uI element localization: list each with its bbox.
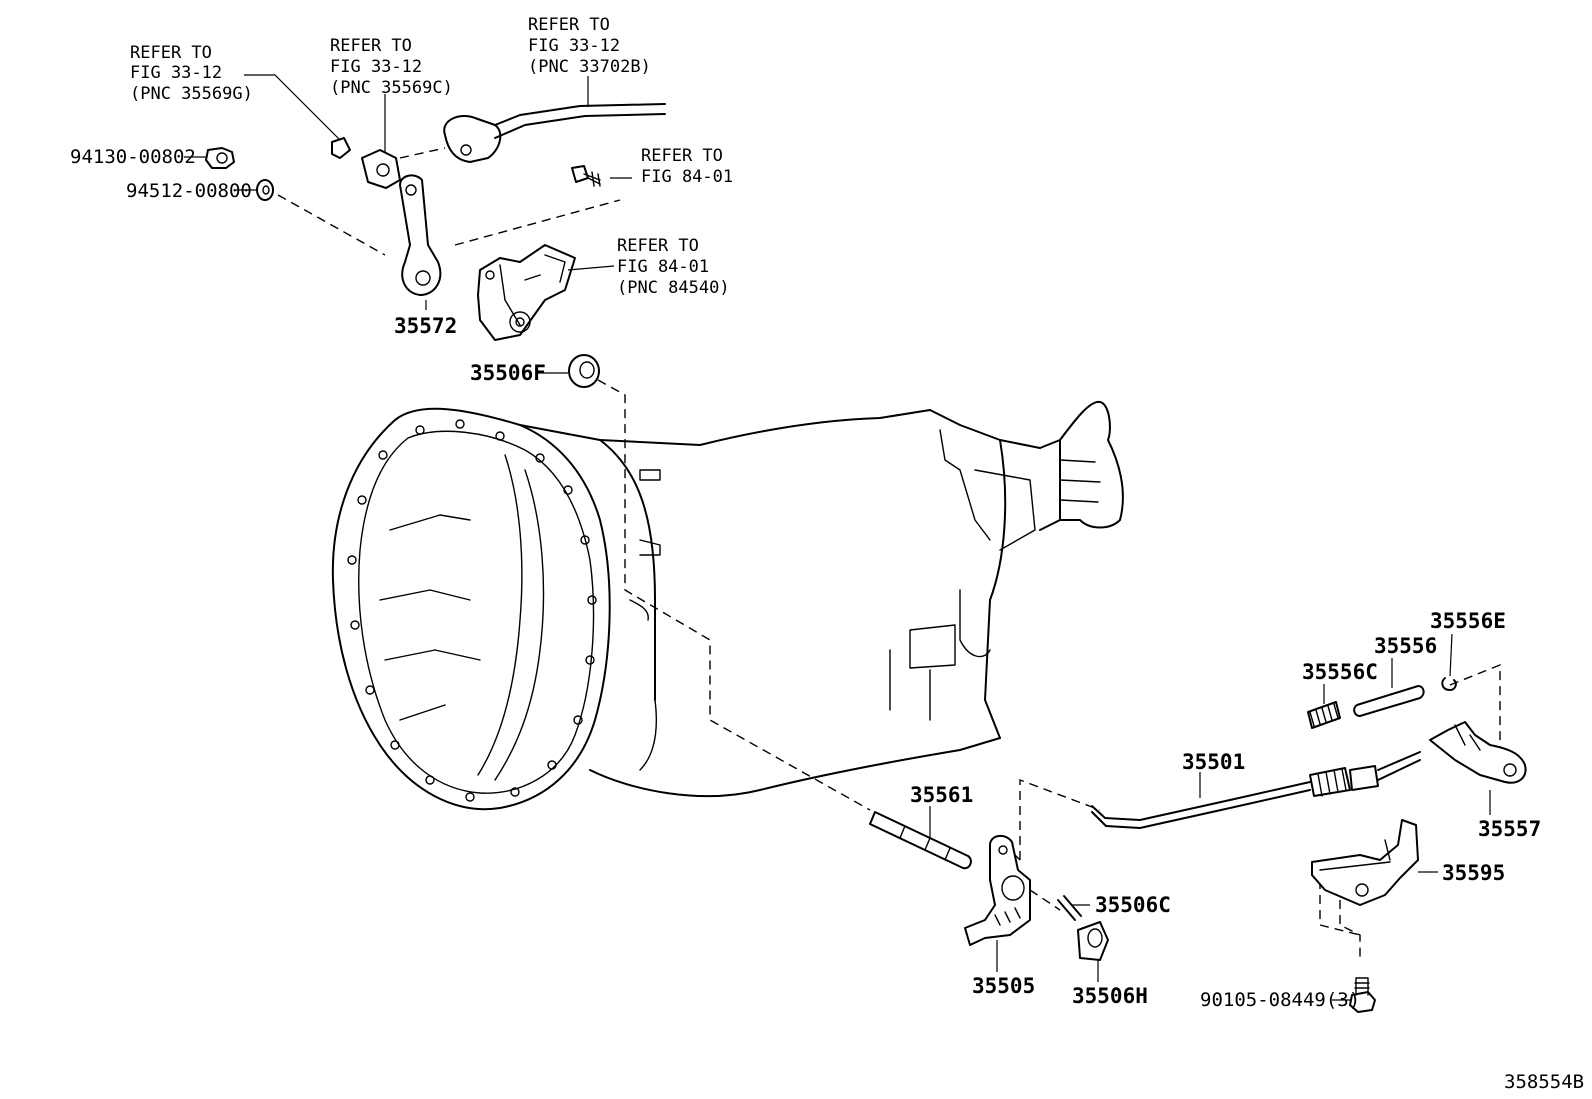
ref-e-line2: FIG 84-01: [617, 257, 709, 277]
label-35556e: 35556E: [1430, 609, 1506, 633]
assembly-lines: [277, 147, 1501, 960]
seal-35506f: [568, 354, 600, 388]
ref-e-line3: (PNC 84540): [617, 278, 730, 298]
ref-c-line2: FIG 33-12: [528, 36, 620, 56]
transmission-housing: [331, 400, 1124, 811]
ref-c-line3: (PNC 33702B): [528, 57, 651, 77]
bolt-90105-08449: [1349, 977, 1376, 1013]
lever-35557: [1429, 721, 1527, 784]
label-35556c: 35556C: [1302, 660, 1378, 684]
callout-labels: REFER TO FIG 33-12 (PNC 35569G) REFER TO…: [70, 15, 1584, 1093]
cable-35501: [1091, 751, 1421, 829]
bracket-35595: [1311, 819, 1419, 906]
ref-a-line1: REFER TO: [130, 43, 212, 63]
label-94130-00802: 94130-00802: [70, 146, 196, 168]
ref-b-line2: FIG 33-12: [330, 57, 422, 77]
label-35595: 35595: [1442, 861, 1505, 885]
label-35506f: 35506F: [470, 361, 546, 385]
pin-35556: [1353, 685, 1425, 717]
bushing-35569g: [331, 137, 351, 159]
leader-lines: [184, 74, 1491, 1001]
label-35505: 35505: [972, 974, 1035, 998]
neutral-switch-84540: [477, 244, 576, 341]
label-35572: 35572: [394, 314, 457, 338]
e-ring-35556e: [1441, 677, 1457, 691]
shift-link-33702b: [443, 103, 666, 163]
label-35556: 35556: [1374, 634, 1437, 658]
label-90105-08449: 90105-08449(3): [1200, 989, 1360, 1011]
nut-94130-00802: [205, 147, 235, 169]
detent-lever-35505: [964, 834, 1031, 946]
lever-35572: [399, 174, 442, 296]
figure-code: 358554B: [1504, 1071, 1584, 1093]
ref-b-line3: (PNC 35569C): [330, 78, 453, 98]
label-35506h: 35506H: [1072, 984, 1148, 1008]
bushing-35569c: [361, 149, 401, 189]
washer-94512-00800: [256, 179, 274, 201]
collar-35506h: [1077, 921, 1109, 961]
label-94512-00800: 94512-00800: [126, 180, 252, 202]
ref-a-line2: FIG 33-12: [130, 63, 222, 83]
spring-35556c: [1307, 701, 1341, 729]
label-35501: 35501: [1182, 750, 1245, 774]
shaft-35561: [869, 811, 972, 870]
bolt-fig-84-01: [571, 165, 601, 187]
ref-d-line1: REFER TO: [641, 146, 723, 166]
label-35561: 35561: [910, 783, 973, 807]
ref-e-line1: REFER TO: [617, 236, 699, 256]
ref-c-line1: REFER TO: [528, 15, 610, 35]
label-35557: 35557: [1478, 817, 1541, 841]
ref-b-line1: REFER TO: [330, 36, 412, 56]
label-35506c: 35506C: [1095, 893, 1171, 917]
spring-pin-35506c: [1057, 895, 1082, 921]
ref-d-line2: FIG 84-01: [641, 167, 733, 187]
ref-a-line3: (PNC 35569G): [130, 84, 253, 104]
